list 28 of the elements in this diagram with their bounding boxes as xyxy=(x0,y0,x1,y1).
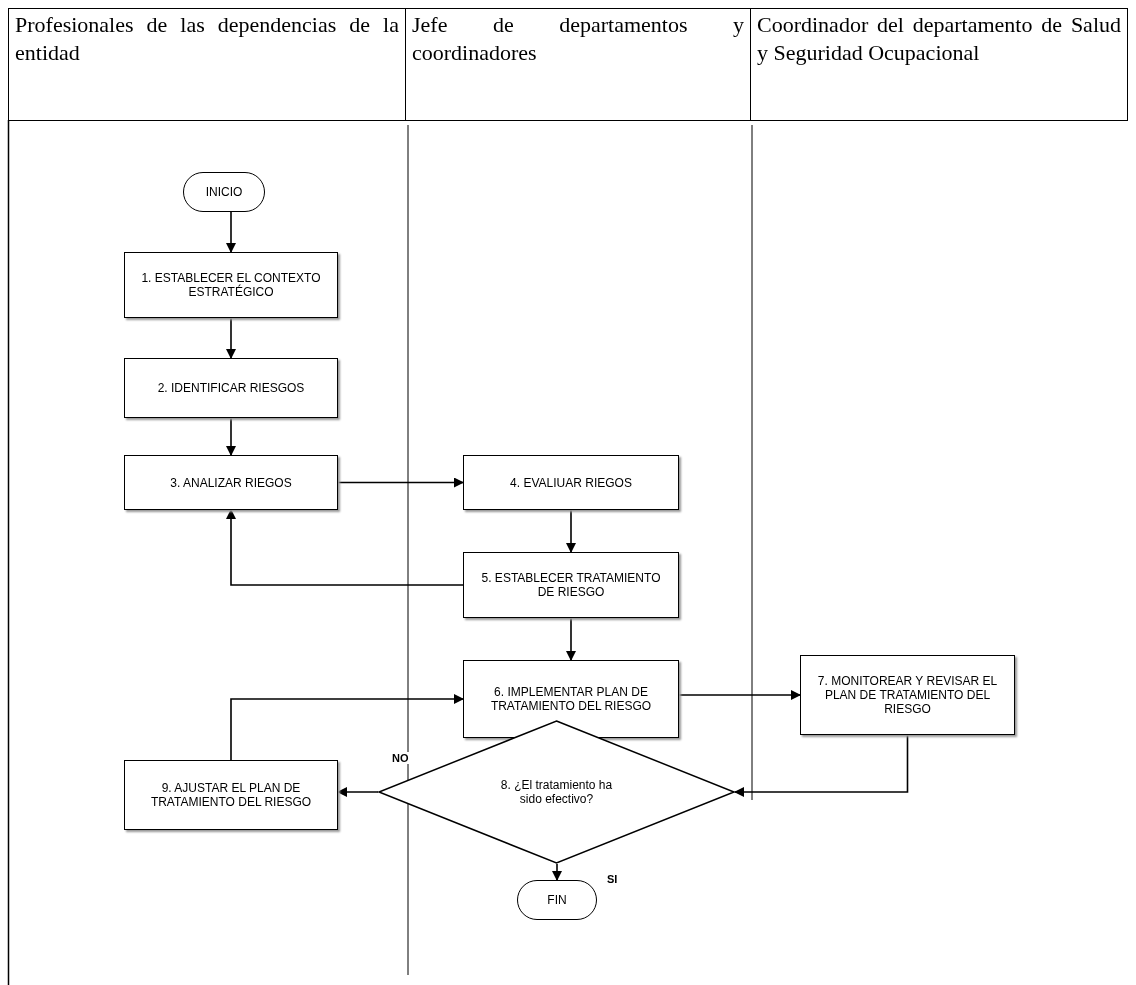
process-box: 9. AJUSTAR EL PLAN DE TRATAMIENTO DEL RIESGO xyxy=(124,760,338,830)
arrow xyxy=(552,863,562,881)
lane-header: Coordinador del departamento de Salud y Seguridad Ocupacional xyxy=(750,8,1128,121)
edge-label: SI xyxy=(605,873,620,885)
terminator: INICIO xyxy=(183,172,265,212)
process-box: 1. ESTABLECER EL CONTEXTO ESTRATÉGICO xyxy=(124,252,338,318)
arrow xyxy=(566,617,576,661)
process-box: 5. ESTABLECER TRATAMIENTO DE RIESGO xyxy=(463,552,679,618)
arrow xyxy=(226,317,236,359)
process-box: 2. IDENTIFICAR RIESGOS xyxy=(124,358,338,418)
arrow xyxy=(678,690,801,700)
arrow xyxy=(230,694,464,761)
terminator: FIN xyxy=(517,880,597,920)
process-box: 6. IMPLEMENTAR PLAN DE TRATAMIENTO DEL RIESGO xyxy=(463,660,679,738)
process-box: 7. MONITOREAR Y REVISAR EL PLAN DE TRATAMIENTO DEL RIESGO xyxy=(800,655,1015,735)
lane-header: Profesionales de las dependencias de la entidad xyxy=(8,8,406,121)
arrow xyxy=(734,734,909,797)
edge-label: NO xyxy=(390,752,411,764)
arrow xyxy=(226,417,236,456)
process-box: 3. ANALIZAR RIEGOS xyxy=(124,455,338,510)
arrow xyxy=(566,509,576,553)
process-box: 4. EVALIUAR RIEGOS xyxy=(463,455,679,510)
arrow xyxy=(337,787,379,797)
arrow xyxy=(226,509,464,586)
lane-header: Jefe de departamentos y coordinadores xyxy=(405,8,751,121)
arrow xyxy=(226,211,236,253)
arrow xyxy=(337,477,464,488)
decision-text: 8. ¿El tratamiento ha sido efectivo? xyxy=(499,778,614,806)
